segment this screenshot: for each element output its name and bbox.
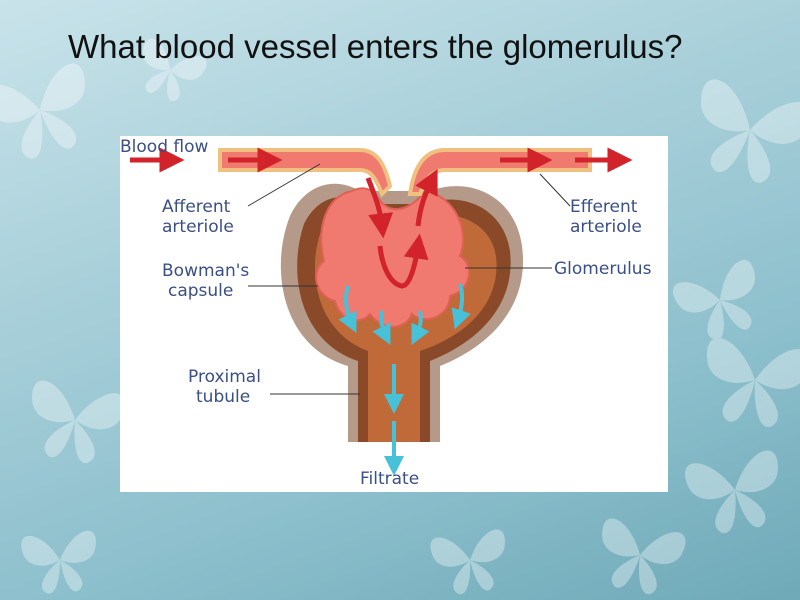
label-bowmans: Bowman's [162,261,249,281]
filtrate-arrows [338,283,471,476]
slide-title: What blood vessel enters the glomerulus? [68,28,683,65]
butterfly-icon [697,336,800,432]
label-efferent: Efferent [570,197,638,217]
butterfly-icon [20,530,101,596]
glomerulus-tuft [315,187,470,328]
leader-lines [247,163,571,395]
efferent-arteriole [407,148,592,196]
butterfly-icon [21,378,127,469]
label-tubule: tubule [196,387,250,407]
butterfly-icon [683,76,800,192]
butterfly-icon [670,257,773,349]
butterfly-icon [0,61,102,167]
butterfly-icon [591,516,688,600]
label-glomerulus: Glomerulus [554,259,652,279]
kidney-nephron-diagram: Blood flow Afferent arteriole Efferent a… [120,136,668,492]
blood-flow-arrows [130,147,633,289]
label-efferent-arteriole: arteriole [570,217,642,237]
butterfly-icon [683,448,789,539]
label-afferent-arteriole: arteriole [162,217,234,237]
butterfly-icon [429,528,512,598]
label-blood-flow: Blood flow [120,137,208,157]
afferent-arteriole [218,148,393,198]
label-afferent: Afferent [162,197,231,217]
label-capsule: capsule [168,281,233,301]
label-filtrate: Filtrate [360,469,419,489]
label-proximal: Proximal [188,367,261,387]
